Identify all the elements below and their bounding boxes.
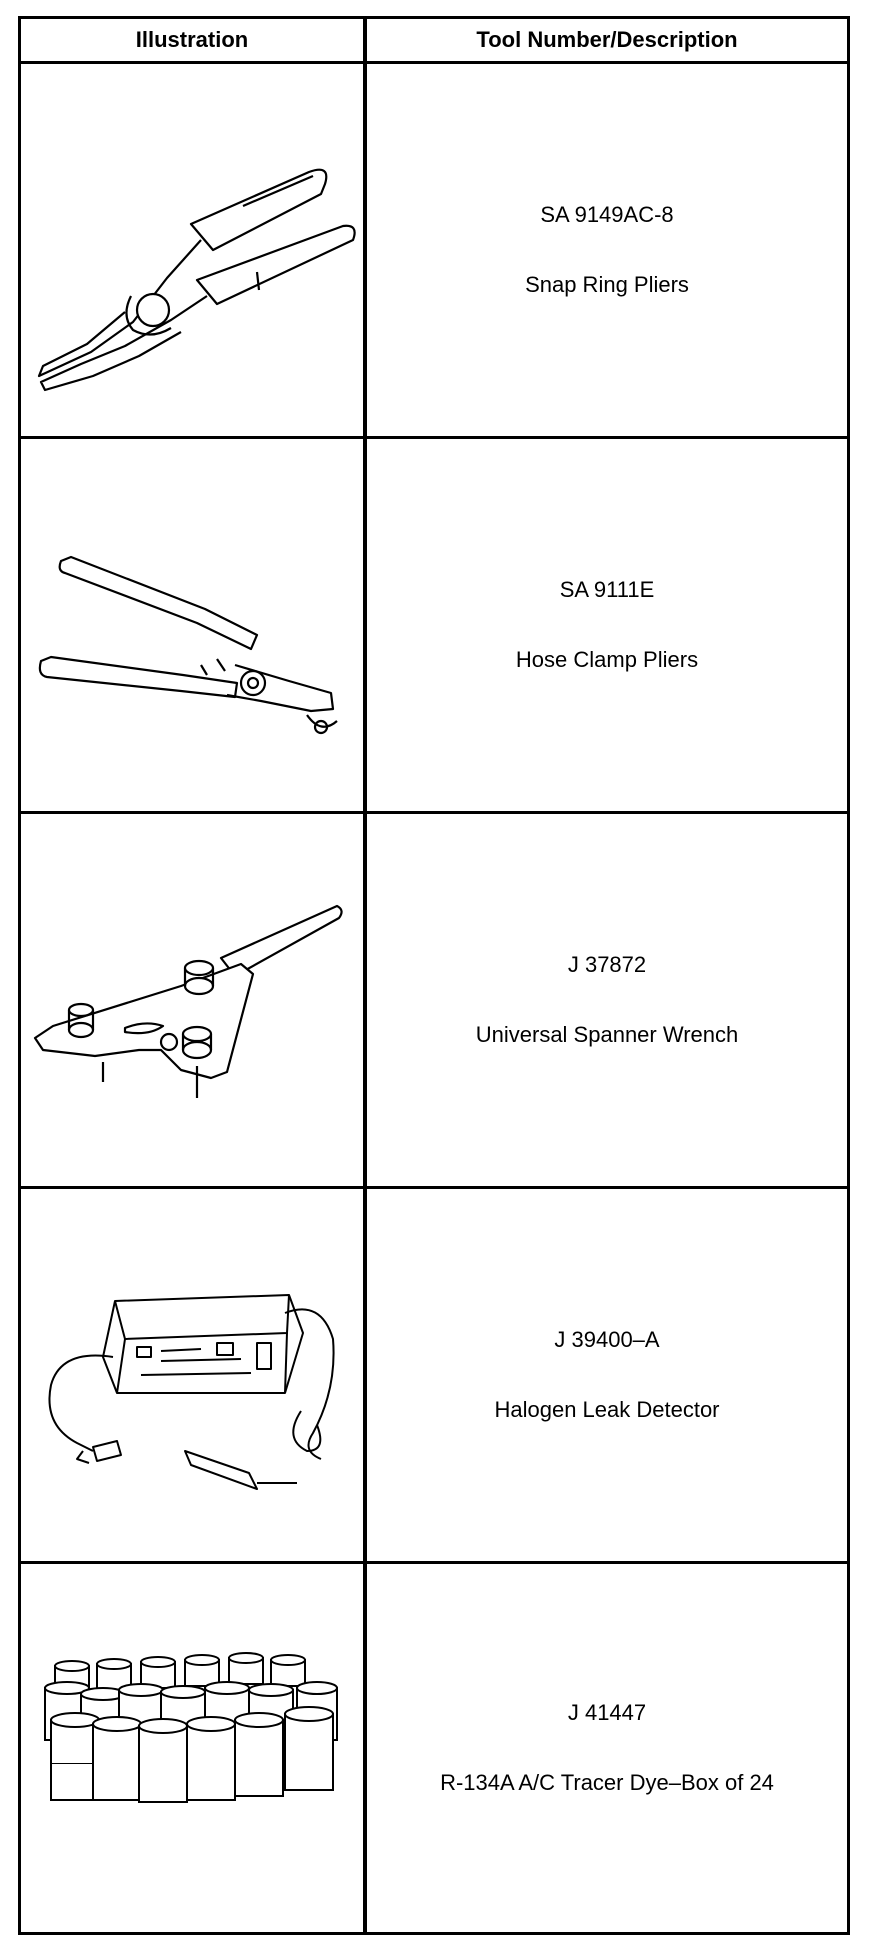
tool-description: Hose Clamp Pliers — [515, 647, 699, 672]
tool-number: J 37872 — [567, 952, 647, 977]
header-illustration: Illustration — [135, 27, 249, 52]
tool-number: J 39400–A — [554, 1327, 660, 1352]
header-tool: Tool Number/Description — [476, 27, 738, 52]
table-row: SA 9111E Hose Clamp Pliers — [21, 439, 847, 811]
table-row: J 41447 R-134A A/C Tracer Dye–Box of 24 — [21, 1564, 847, 1932]
tool-number: SA 9149AC-8 — [540, 202, 674, 227]
illustration-cell — [21, 439, 363, 811]
row-divider — [21, 1561, 847, 1564]
tool-table: Illustration Tool Number/Description SA … — [18, 16, 850, 1935]
snap-ring-pliers-icon — [37, 168, 356, 392]
illustration-cell — [21, 1564, 363, 1932]
row-divider — [21, 436, 847, 439]
leak-detector-icon — [48, 1294, 335, 1490]
tool-description: Halogen Leak Detector — [494, 1397, 720, 1422]
tool-description: Snap Ring Pliers — [525, 272, 689, 297]
tool-number: J 41447 — [567, 1700, 647, 1725]
spanner-wrench-icon — [33, 904, 343, 1098]
dye-bottles-icon — [44, 1652, 338, 1803]
illustration-cell — [21, 814, 363, 1186]
table-row: J 39400–A Halogen Leak Detector — [21, 1189, 847, 1561]
illustration-cell — [21, 1189, 363, 1561]
row-divider — [21, 1186, 847, 1189]
hose-clamp-pliers-icon — [38, 555, 338, 735]
tool-description: R-134A A/C Tracer Dye–Box of 24 — [440, 1770, 774, 1795]
description-cell: SA 9111E Hose Clamp Pliers — [367, 439, 847, 811]
table-row: J 37872 Universal Spanner Wrench — [21, 814, 847, 1186]
table-row: SA 9149AC-8 Snap Ring Pliers — [21, 64, 847, 436]
description-cell: J 41447 R-134A A/C Tracer Dye–Box of 24 — [367, 1564, 847, 1932]
tool-number: SA 9111E — [559, 577, 655, 602]
description-cell: J 37872 Universal Spanner Wrench — [367, 814, 847, 1186]
row-divider — [21, 811, 847, 814]
illustration-cell — [21, 64, 363, 436]
column-divider — [363, 19, 367, 1932]
row-divider — [21, 61, 847, 64]
description-cell: SA 9149AC-8 Snap Ring Pliers — [367, 64, 847, 436]
description-cell: J 39400–A Halogen Leak Detector — [367, 1189, 847, 1561]
tool-description: Universal Spanner Wrench — [475, 1022, 739, 1047]
